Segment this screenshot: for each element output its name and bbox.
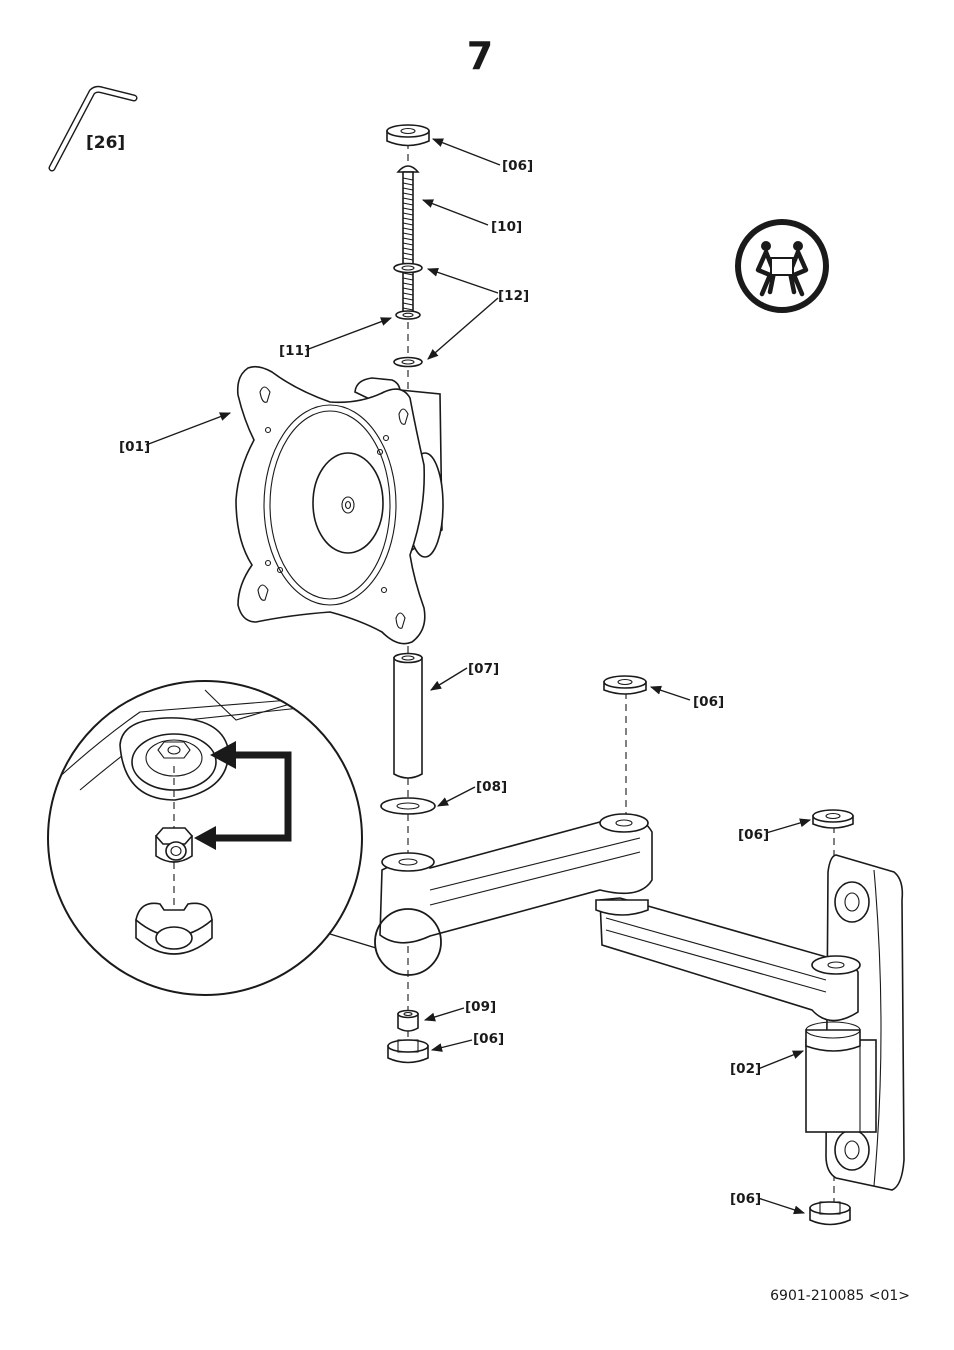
detail-connector-line [329,933,377,949]
top-nut [386,124,430,147]
lock-washer [395,310,421,320]
detail-marker-circle [374,908,442,976]
leader-lines [145,138,812,1215]
arm-top-nut [603,675,647,695]
bottom-nut [387,1039,429,1064]
callout-vesa-plate: [01] [119,439,150,455]
callout-hex-nut: [09] [465,999,496,1015]
step-number: 7 [466,34,494,78]
callout-lock-washer: [11] [279,343,310,359]
wall-top-nut [812,809,854,829]
callout-bolt: [10] [491,219,522,235]
swing-arm [379,813,861,1052]
vesa-plate [235,365,444,645]
spacer-tube [393,652,423,779]
callout-nut-top: [06] [502,158,533,174]
callout-spacer-tube: [07] [468,661,499,677]
two-person-lift-icon [735,219,829,313]
document-id: 6901-210085 <01> [770,1288,910,1304]
detail-view [47,680,363,996]
wall-bottom-nut [809,1201,851,1226]
hex-nut [397,1009,419,1032]
washer-upper [393,262,423,274]
allen-key-icon [48,85,138,172]
callout-nut-below: [06] [473,1031,504,1047]
callout-nut-arm-top: [06] [693,694,724,710]
washer-lower [393,356,423,368]
callout-washers: [12] [498,288,529,304]
washer-large [380,797,436,815]
callout-washer-large: [08] [476,779,507,795]
callout-nut-wall-bottom: [06] [730,1191,761,1207]
wall-plate [805,854,905,1191]
callout-wall-plate: [02] [730,1061,761,1077]
tool-label: [26] [86,133,125,153]
callout-nut-wall-top: [06] [738,827,769,843]
bolt [396,165,420,315]
